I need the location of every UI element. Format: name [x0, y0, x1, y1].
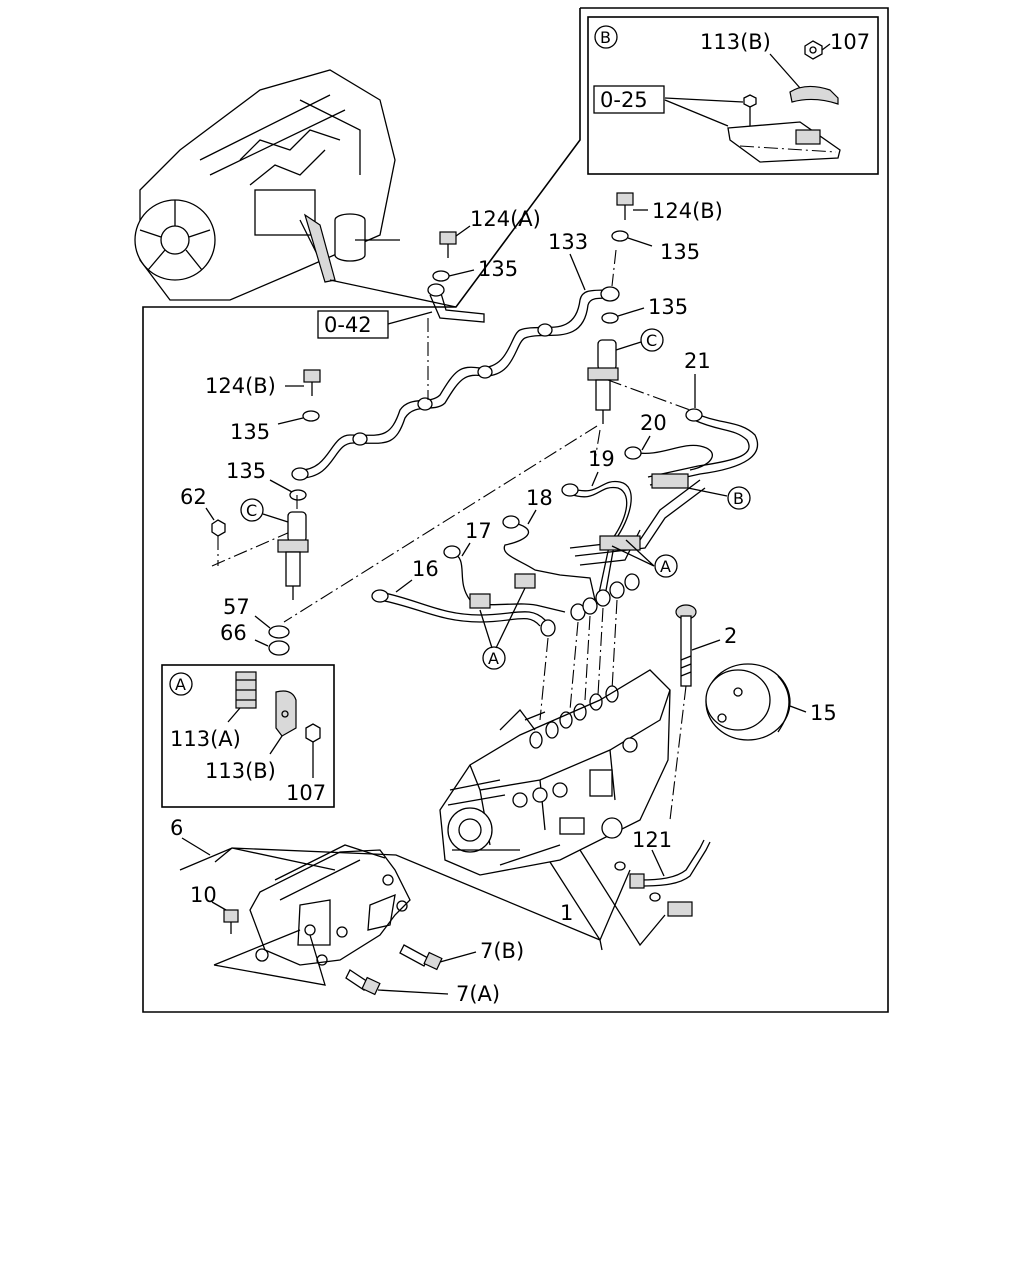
inset-b-ref-circle [594, 25, 618, 49]
ref-a-lower: A [488, 649, 499, 668]
label-135-mid: 135 [648, 295, 688, 319]
label-124a: 124(A) [470, 207, 541, 231]
washer-135-mid: 135 [601, 295, 688, 324]
pump-bracket-6: 6 [170, 816, 601, 986]
label-17: 17 [465, 519, 492, 543]
washer-135-left2: 135 [226, 459, 307, 501]
label-133-group: 133 [548, 230, 588, 291]
label-7b: 7(B) [480, 939, 524, 963]
inset-b-label-0-25: 0-25 [600, 88, 648, 112]
ref-b-pipe: B [733, 489, 744, 508]
inset-b-ref-letter: B [600, 28, 611, 47]
ref-box-0-42 [317, 310, 389, 339]
label-66: 66 [220, 621, 247, 645]
delivery-pipes: B A A 21 20 [371, 349, 759, 721]
label-0-42: 0-42 [324, 313, 372, 337]
fitting-0-42: 0-42 [317, 283, 485, 339]
label-135a: 135 [478, 257, 518, 281]
ref-a-right: A [660, 557, 671, 576]
washer-57: 57 [223, 595, 290, 639]
label-135-left: 135 [230, 420, 270, 444]
inset-b-label-107: 107 [830, 30, 870, 54]
timer-15: 15 [705, 663, 837, 741]
label-133: 133 [548, 230, 588, 254]
ref-c-left: C [246, 501, 257, 520]
injection-pipe-133-upper [291, 286, 620, 481]
label-7a: 7(A) [456, 982, 500, 1006]
inset-a-label-107: 107 [286, 781, 326, 805]
injection-pump-assembly [439, 669, 671, 876]
inset-b-label-113b: 113(B) [700, 30, 771, 54]
bolt-10: 10 [190, 883, 239, 934]
clip-113b-icon [789, 85, 839, 105]
bolt-7a: 7(A) [345, 969, 500, 1006]
bolt-124a-top: 124(A) [439, 207, 541, 258]
label-62: 62 [180, 485, 207, 509]
bolt-124b-top: 124(B) [616, 192, 723, 223]
seal-66: 66 [220, 621, 290, 656]
injector-right: C [587, 328, 664, 424]
label-20: 20 [640, 411, 667, 435]
inset-a-ref-circle [169, 672, 193, 696]
label-135-top: 135 [660, 240, 700, 264]
inset-b-box: B 113(B) 107 0-25 [587, 16, 879, 175]
ref-c-right: C [646, 331, 657, 350]
label-1: 1 [560, 901, 573, 925]
washer-135-left: 135 [230, 410, 320, 444]
inset-b-ref-box [593, 85, 665, 114]
label-10: 10 [190, 883, 217, 907]
label-6: 6 [170, 816, 183, 840]
inset-a-ref-letter: A [175, 675, 186, 694]
label-121: 121 [632, 828, 672, 852]
fitting-121: 121 1 [549, 828, 711, 951]
label-19: 19 [588, 447, 615, 471]
long-bolt-2: 2 [669, 604, 737, 821]
inset-a-label-113b: 113(B) [205, 759, 276, 783]
label-15: 15 [810, 701, 837, 725]
label-2: 2 [724, 624, 737, 648]
nut-62: 62 [180, 485, 291, 567]
washer-135-top: 135 [611, 230, 700, 264]
nut-107-icon [804, 40, 823, 60]
label-124b-top: 124(B) [652, 199, 723, 223]
label-135-left2: 135 [226, 459, 266, 483]
inset-a-box: A 113(A) 113(B) 107 [161, 664, 335, 808]
washer-135a: 135 [432, 257, 518, 282]
label-18: 18 [526, 486, 553, 510]
inset-a-label-113a: 113(A) [170, 727, 241, 751]
main-frame-border [142, 7, 889, 1013]
injector-left: C [240, 495, 309, 600]
bolt-7b: 7(B) [399, 939, 524, 971]
label-124b-left: 124(B) [205, 374, 276, 398]
clip-113b-a-icon [275, 690, 297, 737]
nut-107-a-icon [305, 723, 321, 743]
bolt-124b-left: 124(B) [205, 369, 321, 398]
label-16: 16 [412, 557, 439, 581]
label-57: 57 [223, 595, 250, 619]
bracket-plate-icon [727, 121, 841, 163]
label-21: 21 [684, 349, 711, 373]
engine-overview-illustration [134, 69, 457, 308]
